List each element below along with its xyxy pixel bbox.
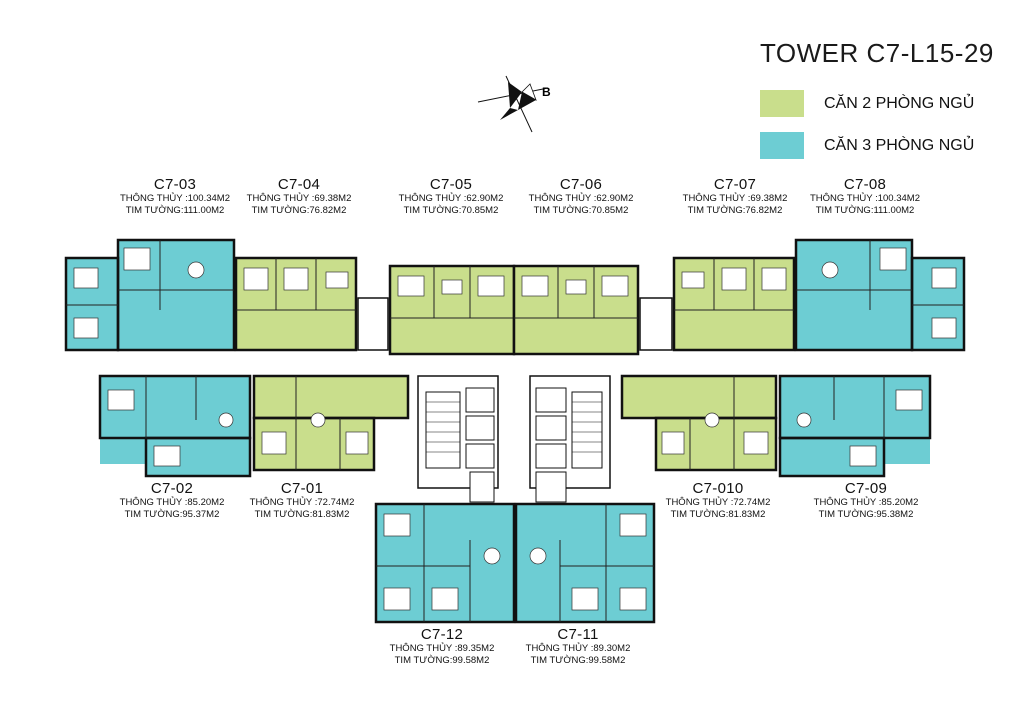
legend-swatch-3-bedroom bbox=[760, 132, 804, 159]
unit-shape-C7-09[interactable] bbox=[778, 374, 932, 478]
unit-name: C7-11 bbox=[557, 626, 599, 643]
unit-name: C7-04 bbox=[277, 176, 321, 193]
unit-tim-tuong: TIM TƯỜNG:81.83M2 bbox=[254, 509, 350, 520]
unit-label-C7-02: C7-02 THÔNG THỦY :85.20M2 TIM TƯỜNG:95.3… bbox=[116, 480, 228, 521]
unit-thong-thuy: THÔNG THỦY :100.34M2 bbox=[810, 193, 920, 204]
unit-tim-tuong: TIM TƯỜNG:99.58M2 bbox=[530, 655, 626, 666]
unit-name: C7-05 bbox=[429, 176, 473, 193]
unit-name: C7-08 bbox=[843, 176, 887, 193]
unit-label-C7-05: C7-05 THÔNG THỦY :62.90M2 TIM TƯỜNG:70.8… bbox=[396, 176, 506, 217]
unit-thong-thuy: THÔNG THỦY :62.90M2 bbox=[528, 193, 634, 204]
unit-thong-thuy: THÔNG THỦY :72.74M2 bbox=[249, 497, 355, 508]
unit-name: C7-03 bbox=[153, 176, 197, 193]
unit-label-C7-06: C7-06 THÔNG THỦY :62.90M2 TIM TƯỜNG:70.8… bbox=[526, 176, 636, 217]
unit-label-C7-12: C7-12 THÔNG THỦY :89.35M2 TIM TƯỜNG:99.5… bbox=[386, 626, 498, 667]
unit-tim-tuong: TIM TƯỜNG:95.38M2 bbox=[818, 509, 914, 520]
unit-thong-thuy: THÔNG THỦY :62.90M2 bbox=[398, 193, 504, 204]
compass-icon: B bbox=[477, 75, 551, 133]
legend-label-3-bedroom: CĂN 3 PHÒNG NGỦ bbox=[824, 136, 975, 154]
unit-shape-C7-05[interactable] bbox=[388, 264, 516, 356]
unit-name: C7-010 bbox=[692, 480, 744, 497]
unit-label-C7-09: C7-09 THÔNG THỦY :85.20M2 TIM TƯỜNG:95.3… bbox=[810, 480, 922, 521]
legend-2-bedroom: CĂN 2 PHÒNG NGỦ bbox=[760, 90, 974, 117]
unit-shape-C7-03[interactable] bbox=[64, 238, 236, 352]
tower-title: TOWER C7-L15-29 bbox=[760, 38, 994, 68]
legend-3-bedroom: CĂN 3 PHÒNG NGỦ bbox=[760, 132, 974, 159]
unit-name: C7-01 bbox=[280, 480, 324, 497]
unit-label-C7-07: C7-07 THÔNG THỦY :69.38M2 TIM TƯỜNG:76.8… bbox=[680, 176, 790, 217]
unit-label-C7-11: C7-11 THÔNG THỦY :89.30M2 TIM TƯỜNG:99.5… bbox=[522, 626, 634, 667]
legend-label-2-bedroom: CĂN 2 PHÒNG NGỦ bbox=[824, 94, 975, 112]
unit-thong-thuy: THÔNG THỦY :85.20M2 bbox=[119, 497, 225, 508]
unit-thong-thuy: THÔNG THỦY :69.38M2 bbox=[682, 193, 788, 204]
unit-name: C7-07 bbox=[713, 176, 757, 193]
unit-label-C7-08: C7-08 THÔNG THỦY :100.34M2 TIM TƯỜNG:111… bbox=[810, 176, 920, 217]
unit-shape-C7-06[interactable] bbox=[512, 264, 640, 356]
unit-label-C7-010: C7-010 THÔNG THỦY :72.74M2 TIM TƯỜNG:81.… bbox=[662, 480, 774, 521]
unit-tim-tuong: TIM TƯỜNG:99.58M2 bbox=[394, 655, 490, 666]
unit-thong-thuy: THÔNG THỦY :72.74M2 bbox=[665, 497, 771, 508]
unit-shape-C7-08[interactable] bbox=[794, 238, 966, 352]
unit-label-C7-03: C7-03 THÔNG THỦY :100.34M2 TIM TƯỜNG:111… bbox=[120, 176, 230, 217]
unit-label-C7-04: C7-04 THÔNG THỦY :69.38M2 TIM TƯỜNG:76.8… bbox=[244, 176, 354, 217]
unit-thong-thuy: THÔNG THỦY :89.30M2 bbox=[525, 643, 631, 654]
unit-shape-C7-12[interactable] bbox=[374, 502, 516, 624]
unit-name: C7-09 bbox=[844, 480, 888, 497]
unit-shape-C7-11[interactable] bbox=[514, 502, 656, 624]
compass-letter: B bbox=[542, 85, 551, 99]
unit-thong-thuy: THÔNG THỦY :85.20M2 bbox=[813, 497, 919, 508]
unit-shape-C7-010[interactable] bbox=[620, 374, 778, 472]
unit-name: C7-02 bbox=[150, 480, 194, 497]
unit-tim-tuong: TIM TƯỜNG:70.85M2 bbox=[533, 205, 629, 216]
unit-label-C7-01: C7-01 THÔNG THỦY :72.74M2 TIM TƯỜNG:81.8… bbox=[246, 480, 358, 521]
unit-thong-thuy: THÔNG THỦY :69.38M2 bbox=[246, 193, 352, 204]
unit-tim-tuong: TIM TƯỜNG:111.00M2 bbox=[125, 205, 225, 216]
unit-thong-thuy: THÔNG THỦY :89.35M2 bbox=[389, 643, 495, 654]
unit-tim-tuong: TIM TƯỜNG:81.83M2 bbox=[670, 509, 766, 520]
unit-shape-C7-07[interactable] bbox=[672, 256, 796, 352]
unit-tim-tuong: TIM TƯỜNG:76.82M2 bbox=[251, 205, 347, 216]
unit-shape-C7-01[interactable] bbox=[252, 374, 410, 472]
unit-thong-thuy: THÔNG THỦY :100.34M2 bbox=[120, 193, 230, 204]
building-core bbox=[417, 375, 611, 503]
unit-tim-tuong: TIM TƯỜNG:95.37M2 bbox=[124, 509, 220, 520]
unit-tim-tuong: TIM TƯỜNG:111.00M2 bbox=[815, 205, 915, 216]
unit-name: C7-12 bbox=[420, 626, 464, 643]
unit-tim-tuong: TIM TƯỜNG:76.82M2 bbox=[687, 205, 783, 216]
legend-swatch-2-bedroom bbox=[760, 90, 804, 117]
unit-shape-C7-02[interactable] bbox=[98, 374, 252, 478]
unit-tim-tuong: TIM TƯỜNG:70.85M2 bbox=[403, 205, 499, 216]
unit-name: C7-06 bbox=[559, 176, 603, 193]
unit-shape-C7-04[interactable] bbox=[234, 256, 358, 352]
